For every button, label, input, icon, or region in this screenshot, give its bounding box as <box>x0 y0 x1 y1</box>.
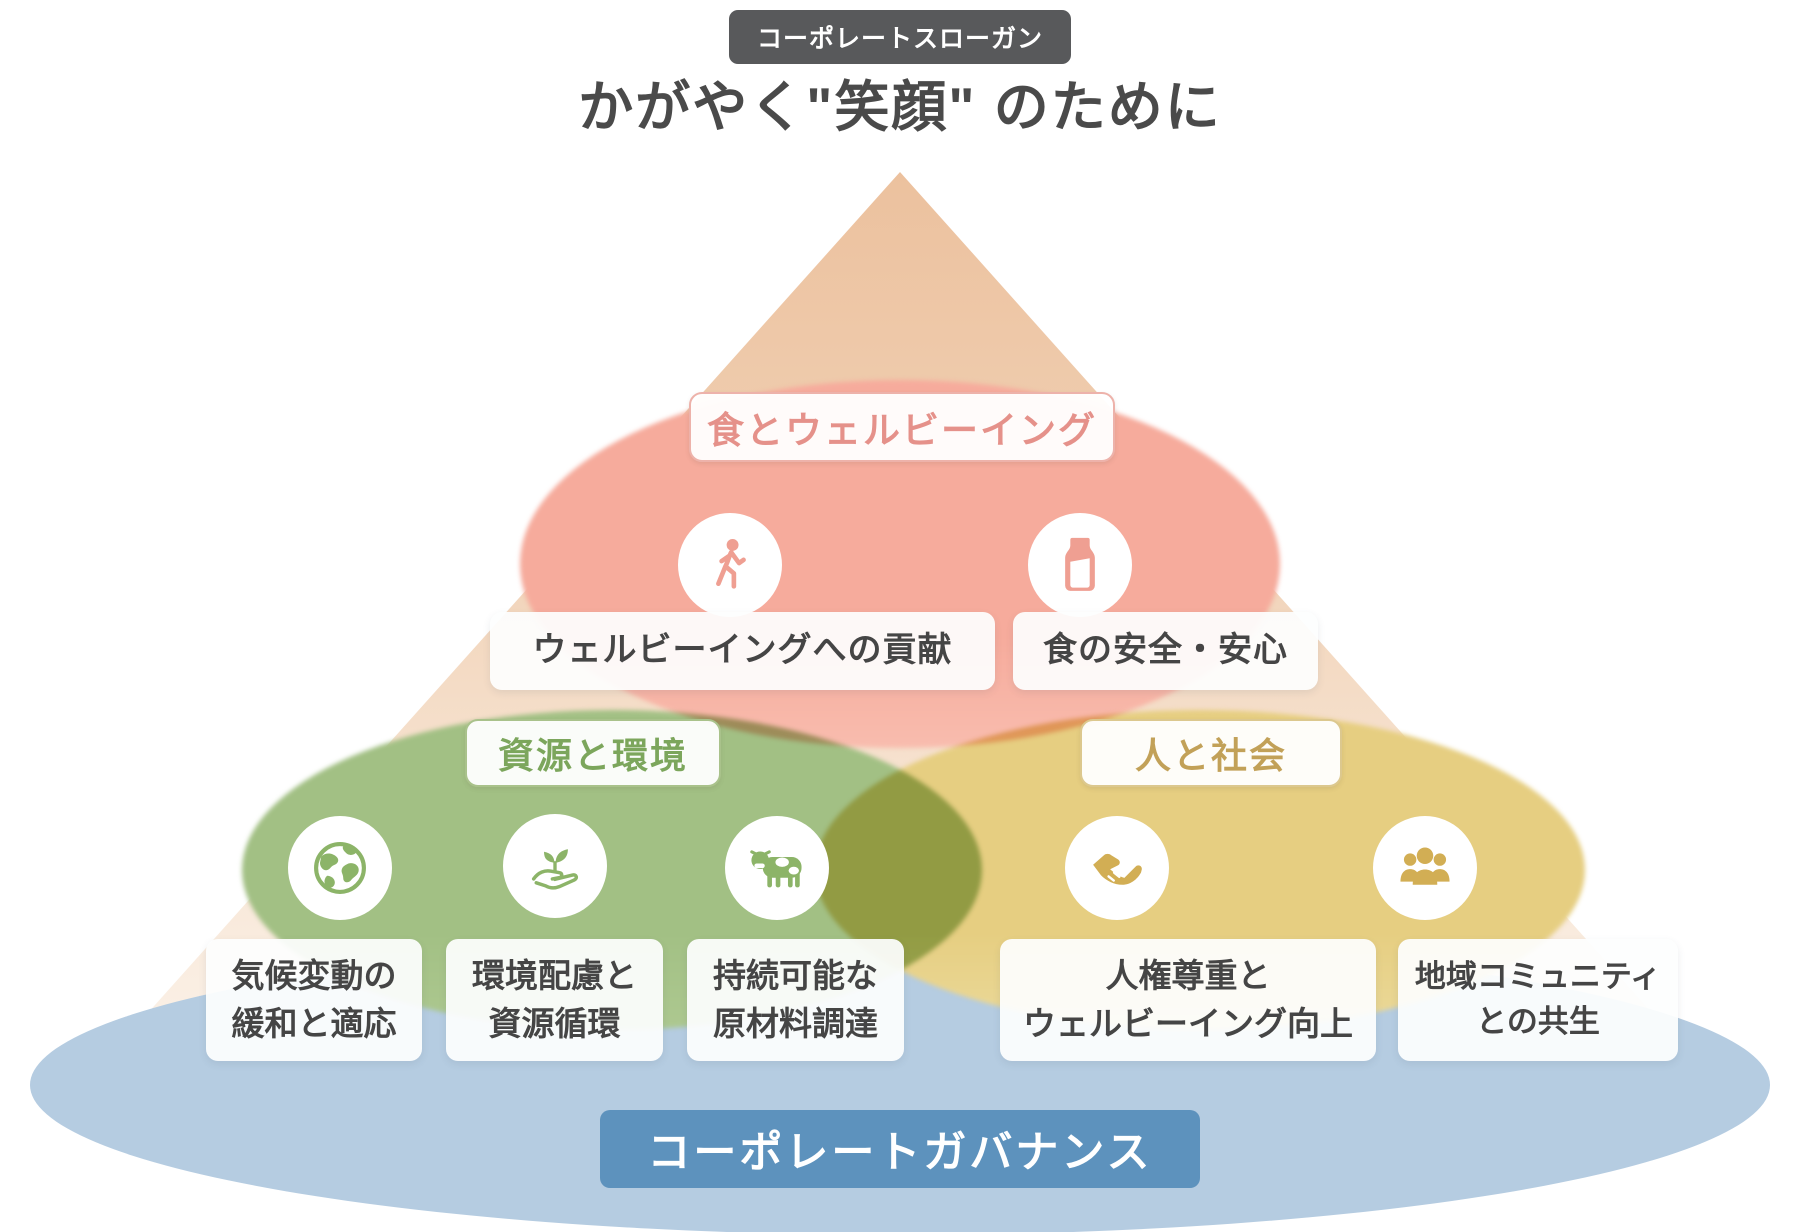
category-label-society: 人と社会 <box>1080 719 1342 787</box>
category-label-food: 食とウェルビーイング <box>689 392 1115 462</box>
sprout-hand-icon <box>503 814 607 918</box>
slogan-badge: コーポレートスローガン <box>728 10 1072 64</box>
item-food-safety: 食の安全・安心 <box>1013 612 1318 690</box>
item-wellbeing-contribution: ウェルビーイングへの貢献 <box>490 612 995 690</box>
milk-bottle-icon <box>1028 513 1132 617</box>
item-sustainable-sourcing: 持続可能な 原材料調達 <box>687 939 904 1061</box>
item-human-rights-wellbeing: 人権尊重と ウェルビーイング向上 <box>1000 939 1376 1061</box>
item-climate-change: 気候変動の 緩和と適応 <box>206 939 422 1061</box>
people-group-icon <box>1373 816 1477 920</box>
page-title: かがやく"笑顔" のために <box>578 76 1222 138</box>
walking-person-icon <box>678 513 782 617</box>
category-label-environment: 資源と環境 <box>465 719 721 787</box>
cow-icon <box>725 816 829 920</box>
earth-icon <box>288 816 392 920</box>
item-local-community: 地域コミュニティ との共生 <box>1398 939 1678 1061</box>
handshake-icon <box>1065 816 1169 920</box>
corporate-governance-button[interactable]: コーポレートガバナンス <box>600 1110 1200 1188</box>
item-resource-circulation: 環境配慮と 資源循環 <box>446 939 663 1061</box>
